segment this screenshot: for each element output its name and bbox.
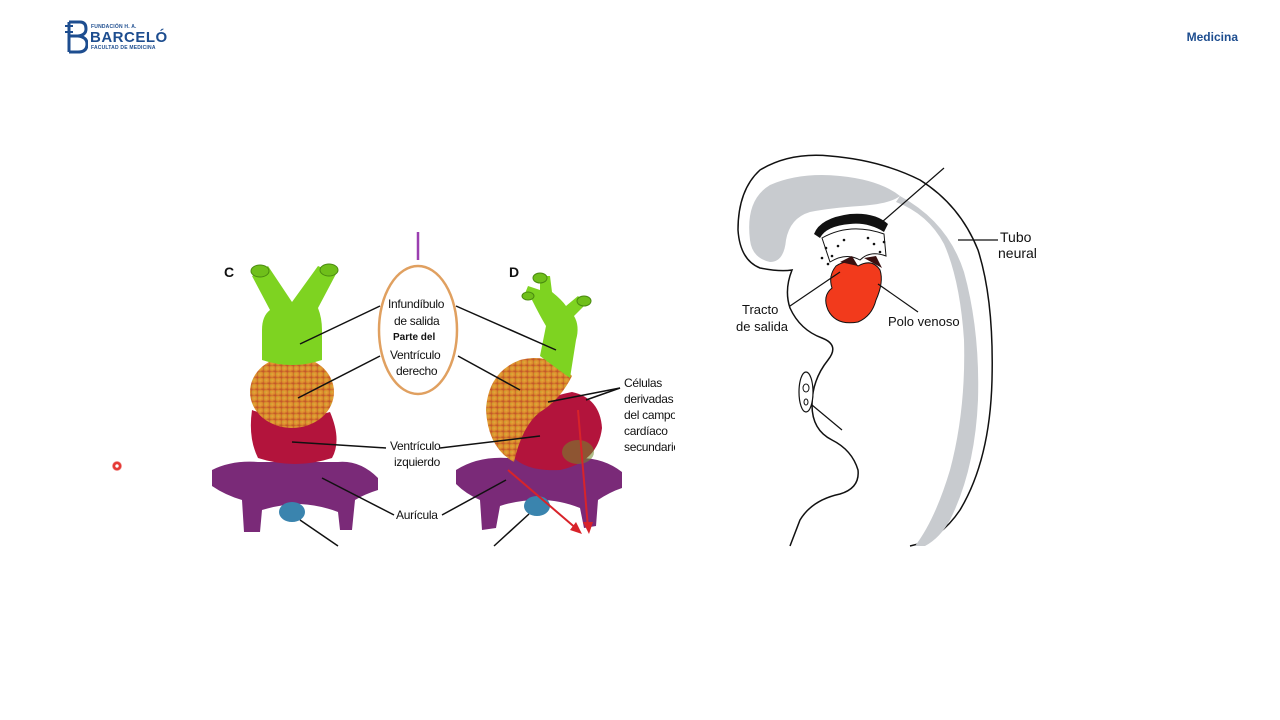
label-celulas-4: cardíaco — [624, 424, 668, 438]
laser-pointer-icon — [112, 461, 122, 471]
panel-d-letter: D — [509, 264, 519, 280]
label-tubo-2: neural — [998, 245, 1037, 261]
barcelo-logo: FUNDACIÓN H. A. BARCELÓ FACULTAD DE MEDI… — [64, 20, 174, 56]
brain-vesicle — [749, 175, 900, 262]
panel-d-blue-structure — [524, 496, 550, 516]
right-ventricle-oval — [377, 264, 459, 396]
panel-d: D — [456, 264, 622, 547]
subject-label: Medicina — [1186, 30, 1238, 44]
neural-tube — [896, 196, 979, 546]
panel-d-outflow — [524, 276, 586, 378]
panel-c-blue-structure — [279, 502, 305, 522]
panel-c-right-ventricle — [250, 356, 334, 428]
embryo-diagram — [737, 154, 998, 547]
leader-lines — [291, 305, 621, 516]
label-infundibulo-2: de salida — [394, 314, 440, 328]
label-tracto-1: Tracto — [742, 302, 778, 317]
label-tubo-1: Tubo — [1000, 229, 1032, 245]
label-ventriculo-derecho-2: derecho — [396, 364, 438, 378]
label-polo-venoso: Polo venoso — [888, 314, 960, 329]
embryo-outline — [737, 154, 993, 547]
label-auricula: Aurícula — [396, 508, 438, 522]
panel-d-atrium — [456, 457, 622, 530]
label-parte-del: Parte del — [393, 332, 435, 343]
label-celulas-1: Células — [624, 376, 662, 390]
label-tracto-2: de salida — [736, 319, 789, 334]
panel-c-letter: C — [224, 264, 234, 280]
label-celulas-2: derivadas — [624, 392, 674, 406]
logo-faculty-text: FACULTAD DE MEDICINA — [91, 45, 156, 51]
panel-c-outflow — [252, 266, 336, 365]
logo-foundation-text: FUNDACIÓN H. A. — [91, 24, 137, 30]
label-ventriculo-derecho-1: Ventrículo — [390, 348, 441, 362]
label-celulas-3: del campo — [624, 408, 677, 422]
cardiac-tissue — [821, 228, 887, 263]
heart-tube — [825, 261, 882, 324]
logo-name: BARCELÓ — [90, 29, 168, 46]
panel-c-atrium — [212, 461, 378, 532]
panel-c: C — [212, 263, 378, 547]
label-celulas-5: secundario — [624, 440, 680, 454]
logo-emblem-icon — [65, 20, 88, 54]
label-ventriculo-izquierdo-2: izquierdo — [394, 455, 441, 469]
label-ventriculo-izquierdo-1: Ventrículo — [390, 439, 441, 453]
cardiac-crescent — [814, 213, 888, 238]
label-infundibulo-1: Infundíbulo — [388, 297, 445, 311]
